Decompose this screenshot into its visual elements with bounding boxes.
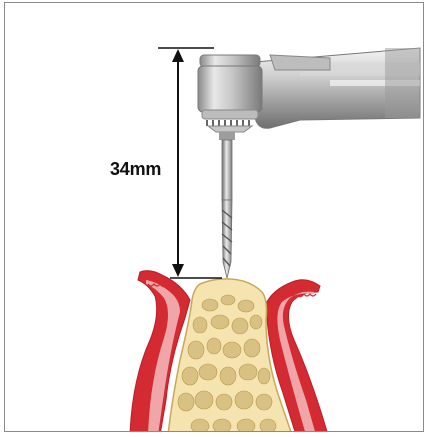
dimension-label: 34mm: [110, 159, 161, 180]
handpiece-head: [198, 55, 262, 132]
handpiece: [255, 48, 420, 128]
drill-bit: [219, 132, 235, 278]
